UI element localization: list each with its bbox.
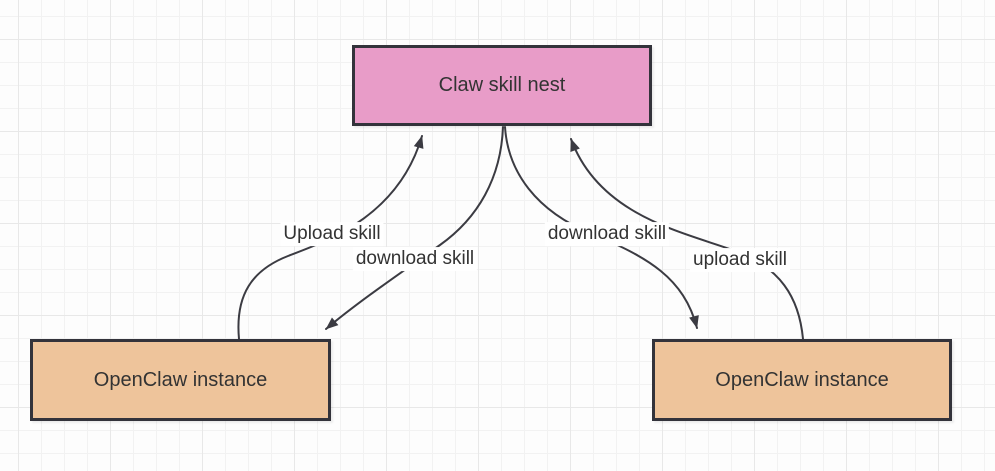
node-openclaw-instance-right-label: OpenClaw instance: [715, 368, 889, 391]
node-claw-skill-nest-label: Claw skill nest: [438, 74, 566, 96]
node-openclaw-instance-left[interactable]: OpenClaw instance: [30, 339, 331, 421]
edge-label-upload-skill-left[interactable]: Upload skill: [280, 222, 384, 246]
node-openclaw-instance-left-label: OpenClaw instance: [93, 368, 268, 391]
edge-label-download-skill-right[interactable]: download skill: [544, 222, 670, 246]
edge-download-left[interactable]: [325, 126, 504, 330]
node-openclaw-instance-right[interactable]: OpenClaw instance: [652, 339, 952, 421]
edge-label-download-skill-left[interactable]: download skill: [352, 247, 478, 271]
node-claw-skill-nest[interactable]: Claw skill nest: [352, 45, 652, 126]
edge-label-upload-skill-right[interactable]: upload skill: [690, 248, 790, 272]
edge-upload-left[interactable]: [237, 135, 424, 340]
